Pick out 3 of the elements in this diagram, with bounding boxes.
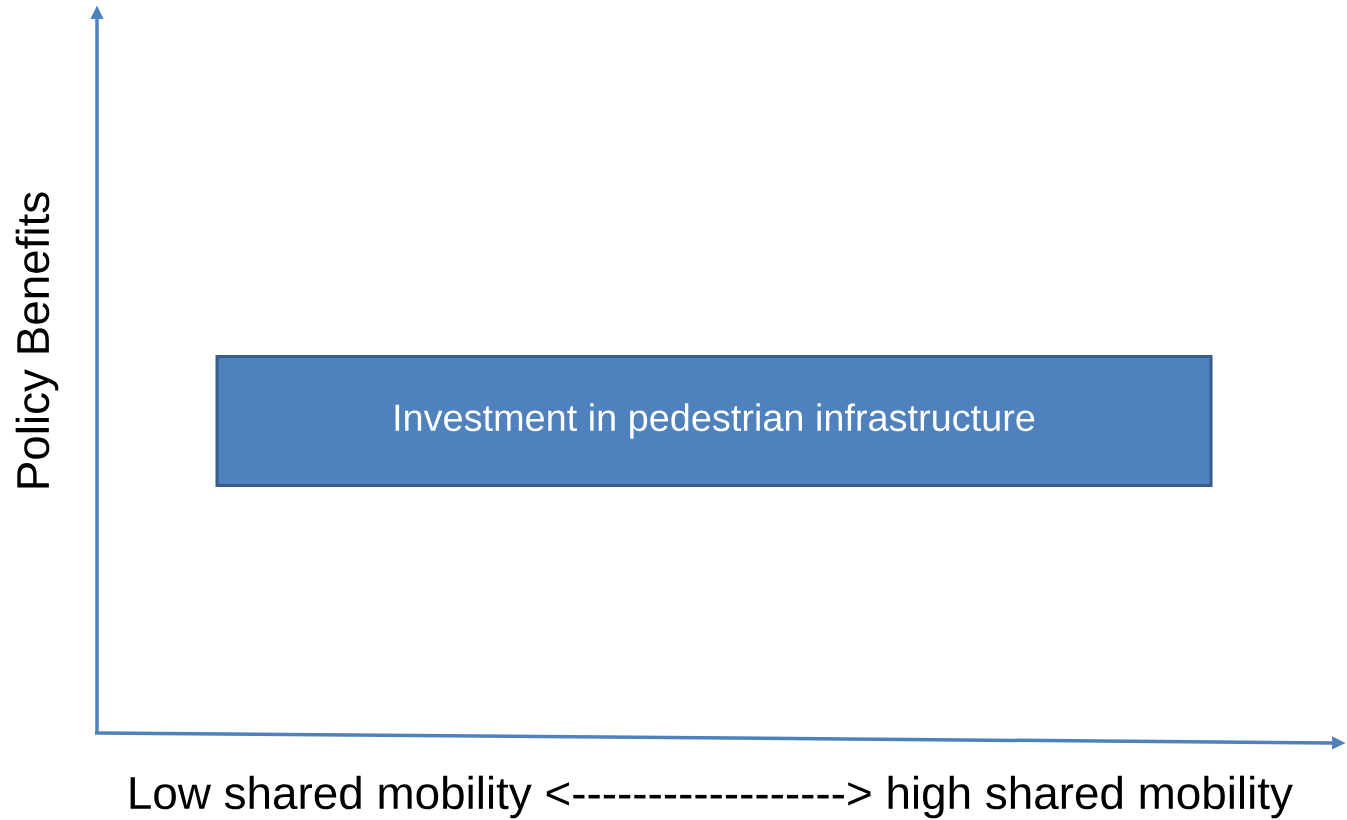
process-box: Investment in pedestrian infrastructure <box>215 355 1213 487</box>
y-axis-label: Policy Benefits <box>15 192 59 488</box>
x-axis-label: Low shared mobility <------------------> high shared mobility <box>130 775 1293 819</box>
